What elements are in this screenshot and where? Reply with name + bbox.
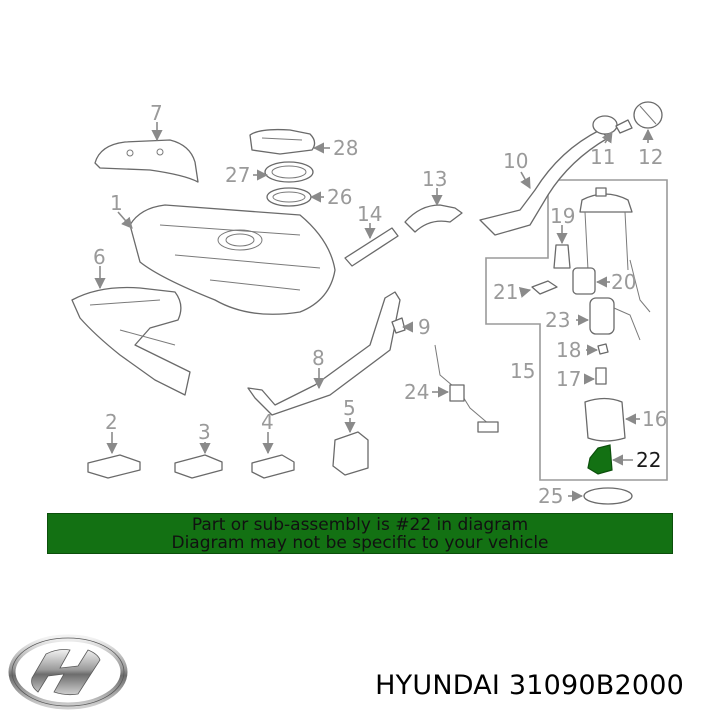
callout-17: 17 bbox=[556, 367, 581, 391]
leader-lines bbox=[94, 122, 654, 502]
bolt-part[interactable] bbox=[615, 119, 633, 134]
pad-part-4[interactable] bbox=[251, 454, 295, 479]
callout-14: 14 bbox=[357, 202, 382, 226]
callout-25: 25 bbox=[538, 484, 563, 508]
callout-21: 21 bbox=[493, 280, 518, 304]
callout-labels: 7 1 6 28 27 26 13 14 10 11 12 19 20 21 2… bbox=[93, 101, 667, 508]
callout-1: 1 bbox=[110, 191, 123, 215]
heat-shield-part[interactable] bbox=[94, 139, 199, 183]
tank-protector-part[interactable] bbox=[71, 286, 191, 396]
pad-part-3[interactable] bbox=[174, 454, 223, 479]
callout-9: 9 bbox=[418, 315, 431, 339]
callout-8: 8 bbox=[312, 346, 325, 370]
callout-10: 10 bbox=[503, 149, 528, 173]
callout-27: 27 bbox=[225, 163, 250, 187]
clip-part-21[interactable] bbox=[531, 280, 558, 295]
part-note-banner: Part or sub-assembly is #22 in diagram D… bbox=[47, 513, 673, 554]
filter-part-17[interactable] bbox=[595, 367, 607, 385]
seal-ring-part[interactable] bbox=[266, 187, 312, 207]
pump-flange-part[interactable] bbox=[579, 187, 651, 313]
reservoir-part-16[interactable] bbox=[584, 397, 626, 442]
gasket-part[interactable] bbox=[264, 161, 314, 183]
callout-3: 3 bbox=[198, 420, 211, 444]
callout-13: 13 bbox=[422, 167, 447, 191]
fuel-tank-part[interactable] bbox=[129, 204, 336, 315]
tank-strap-part[interactable] bbox=[247, 291, 401, 416]
callout-15: 15 bbox=[510, 359, 535, 383]
highlighted-part-22[interactable] bbox=[587, 444, 613, 475]
cover-part[interactable] bbox=[332, 431, 369, 476]
fuel-cap-part[interactable] bbox=[633, 101, 663, 129]
note-line-1: Part or sub-assembly is #22 in diagram bbox=[191, 514, 529, 535]
callout-6: 6 bbox=[93, 245, 106, 269]
filler-hose-part[interactable] bbox=[404, 204, 463, 233]
callout-2: 2 bbox=[105, 410, 118, 434]
callout-7: 7 bbox=[150, 101, 163, 125]
vent-tube-part[interactable] bbox=[344, 227, 399, 267]
callout-16: 16 bbox=[642, 407, 667, 431]
level-sender-part[interactable] bbox=[434, 344, 499, 433]
callout-4: 4 bbox=[261, 410, 274, 434]
callout-20: 20 bbox=[611, 270, 636, 294]
hyundai-logo bbox=[8, 634, 128, 710]
callout-5: 5 bbox=[343, 396, 356, 420]
callout-28: 28 bbox=[333, 136, 358, 160]
strainer-part-20[interactable] bbox=[572, 267, 596, 295]
pad-part-2[interactable] bbox=[87, 454, 141, 479]
access-cover-part[interactable] bbox=[249, 128, 316, 155]
callout-22: 22 bbox=[636, 448, 661, 472]
callout-18: 18 bbox=[556, 338, 581, 362]
callout-19: 19 bbox=[550, 204, 575, 228]
pump-motor-part-23[interactable] bbox=[589, 297, 641, 341]
callout-24: 24 bbox=[404, 380, 429, 404]
note-line-2: Diagram may not be specific to your vehi… bbox=[171, 532, 549, 553]
callout-12: 12 bbox=[638, 145, 663, 169]
brand-part-caption: HYUNDAI 31090B2000 bbox=[375, 670, 684, 701]
callout-26: 26 bbox=[327, 185, 352, 209]
callout-11: 11 bbox=[590, 145, 615, 169]
gasket-part-25[interactable] bbox=[583, 487, 633, 505]
callout-23: 23 bbox=[545, 308, 570, 332]
pump-filter-part-19[interactable] bbox=[553, 244, 571, 269]
o-ring-part-18[interactable] bbox=[597, 343, 609, 355]
